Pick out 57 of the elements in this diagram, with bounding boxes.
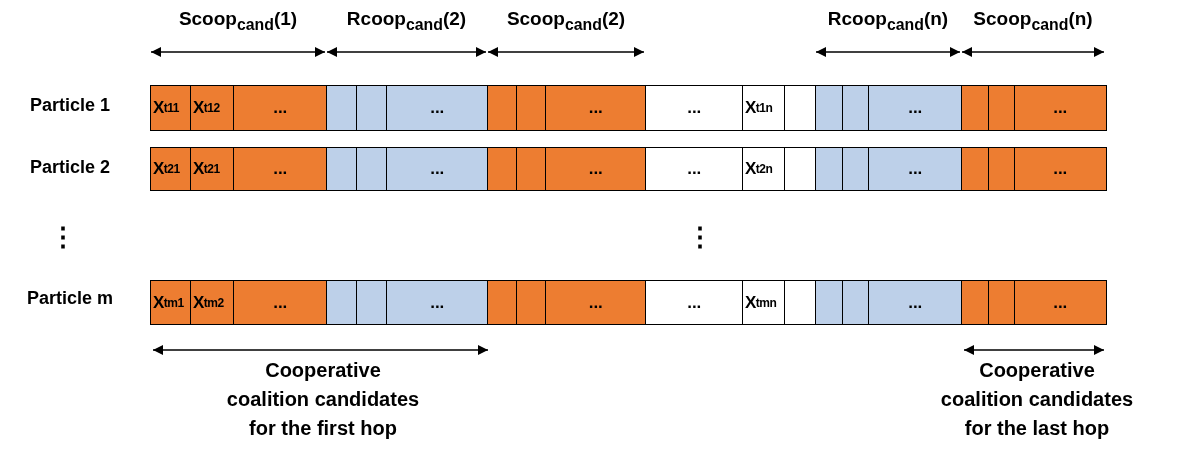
empty-cell	[842, 85, 870, 131]
section-heading: Scoop$_{cand}$(2)	[505, 8, 627, 34]
encoding-cell: ...	[1014, 280, 1107, 325]
empty-cell	[815, 85, 844, 131]
ellipsis-mark: ⋮	[48, 222, 77, 253]
empty-cell	[815, 147, 844, 191]
encoding-cell: ...	[386, 147, 489, 191]
empty-cell	[842, 280, 870, 325]
encoding-cell: ...	[868, 147, 963, 191]
section-heading: Scoop$_{cand}$(1)	[177, 8, 299, 34]
empty-cell	[516, 85, 547, 131]
encoding-cell: ...	[545, 280, 647, 325]
encoding-cell: ...	[545, 147, 647, 191]
encoding-cell: ...	[868, 280, 963, 325]
empty-cell	[815, 280, 844, 325]
empty-cell	[988, 280, 1016, 325]
encoding-cell: ...	[233, 85, 328, 131]
empty-cell	[784, 280, 817, 325]
encoding-cell: ...	[1014, 85, 1107, 131]
empty-cell	[356, 85, 388, 131]
section-heading: Rcoop$_{cand}$(2)	[345, 8, 468, 34]
section-heading: Rcoop$_{cand}$(n)	[826, 8, 950, 34]
empty-cell	[326, 147, 358, 191]
row-label: Particle m	[25, 288, 114, 309]
empty-cell	[487, 280, 518, 325]
empty-cell	[487, 147, 518, 191]
encoding-cell: ...	[645, 280, 744, 325]
empty-cell	[961, 85, 990, 131]
ellipsis-mark: ⋮	[686, 222, 714, 253]
empty-cell	[356, 147, 388, 191]
empty-cell	[961, 147, 990, 191]
row-label: Particle 1	[28, 95, 112, 116]
empty-cell	[988, 85, 1016, 131]
range-caption: Cooperative coalition candidates for the first hop	[225, 358, 421, 441]
empty-cell	[842, 147, 870, 191]
encoding-cell: ...	[868, 85, 963, 131]
empty-cell	[326, 280, 358, 325]
encoding-cell: ...	[1014, 147, 1107, 191]
range-caption: Cooperative coalition candidates for the last hop	[939, 358, 1135, 441]
encoding-cell: ...	[233, 280, 328, 325]
encoding-cell: ...	[645, 147, 744, 191]
empty-cell	[784, 85, 817, 131]
encoding-cell: ...	[545, 85, 647, 131]
empty-cell	[784, 147, 817, 191]
encoding-cell: ...	[386, 85, 489, 131]
empty-cell	[961, 280, 990, 325]
section-heading: Scoop$_{cand}$(n)	[972, 8, 1094, 34]
empty-cell	[356, 280, 388, 325]
empty-cell	[988, 147, 1016, 191]
encoding-cell: ...	[233, 147, 328, 191]
empty-cell	[487, 85, 518, 131]
encoding-cell: ...	[645, 85, 744, 131]
empty-cell	[516, 147, 547, 191]
encoding-cell: ...	[386, 280, 489, 325]
empty-cell	[326, 85, 358, 131]
empty-cell	[516, 280, 547, 325]
row-label: Particle 2	[28, 157, 112, 178]
